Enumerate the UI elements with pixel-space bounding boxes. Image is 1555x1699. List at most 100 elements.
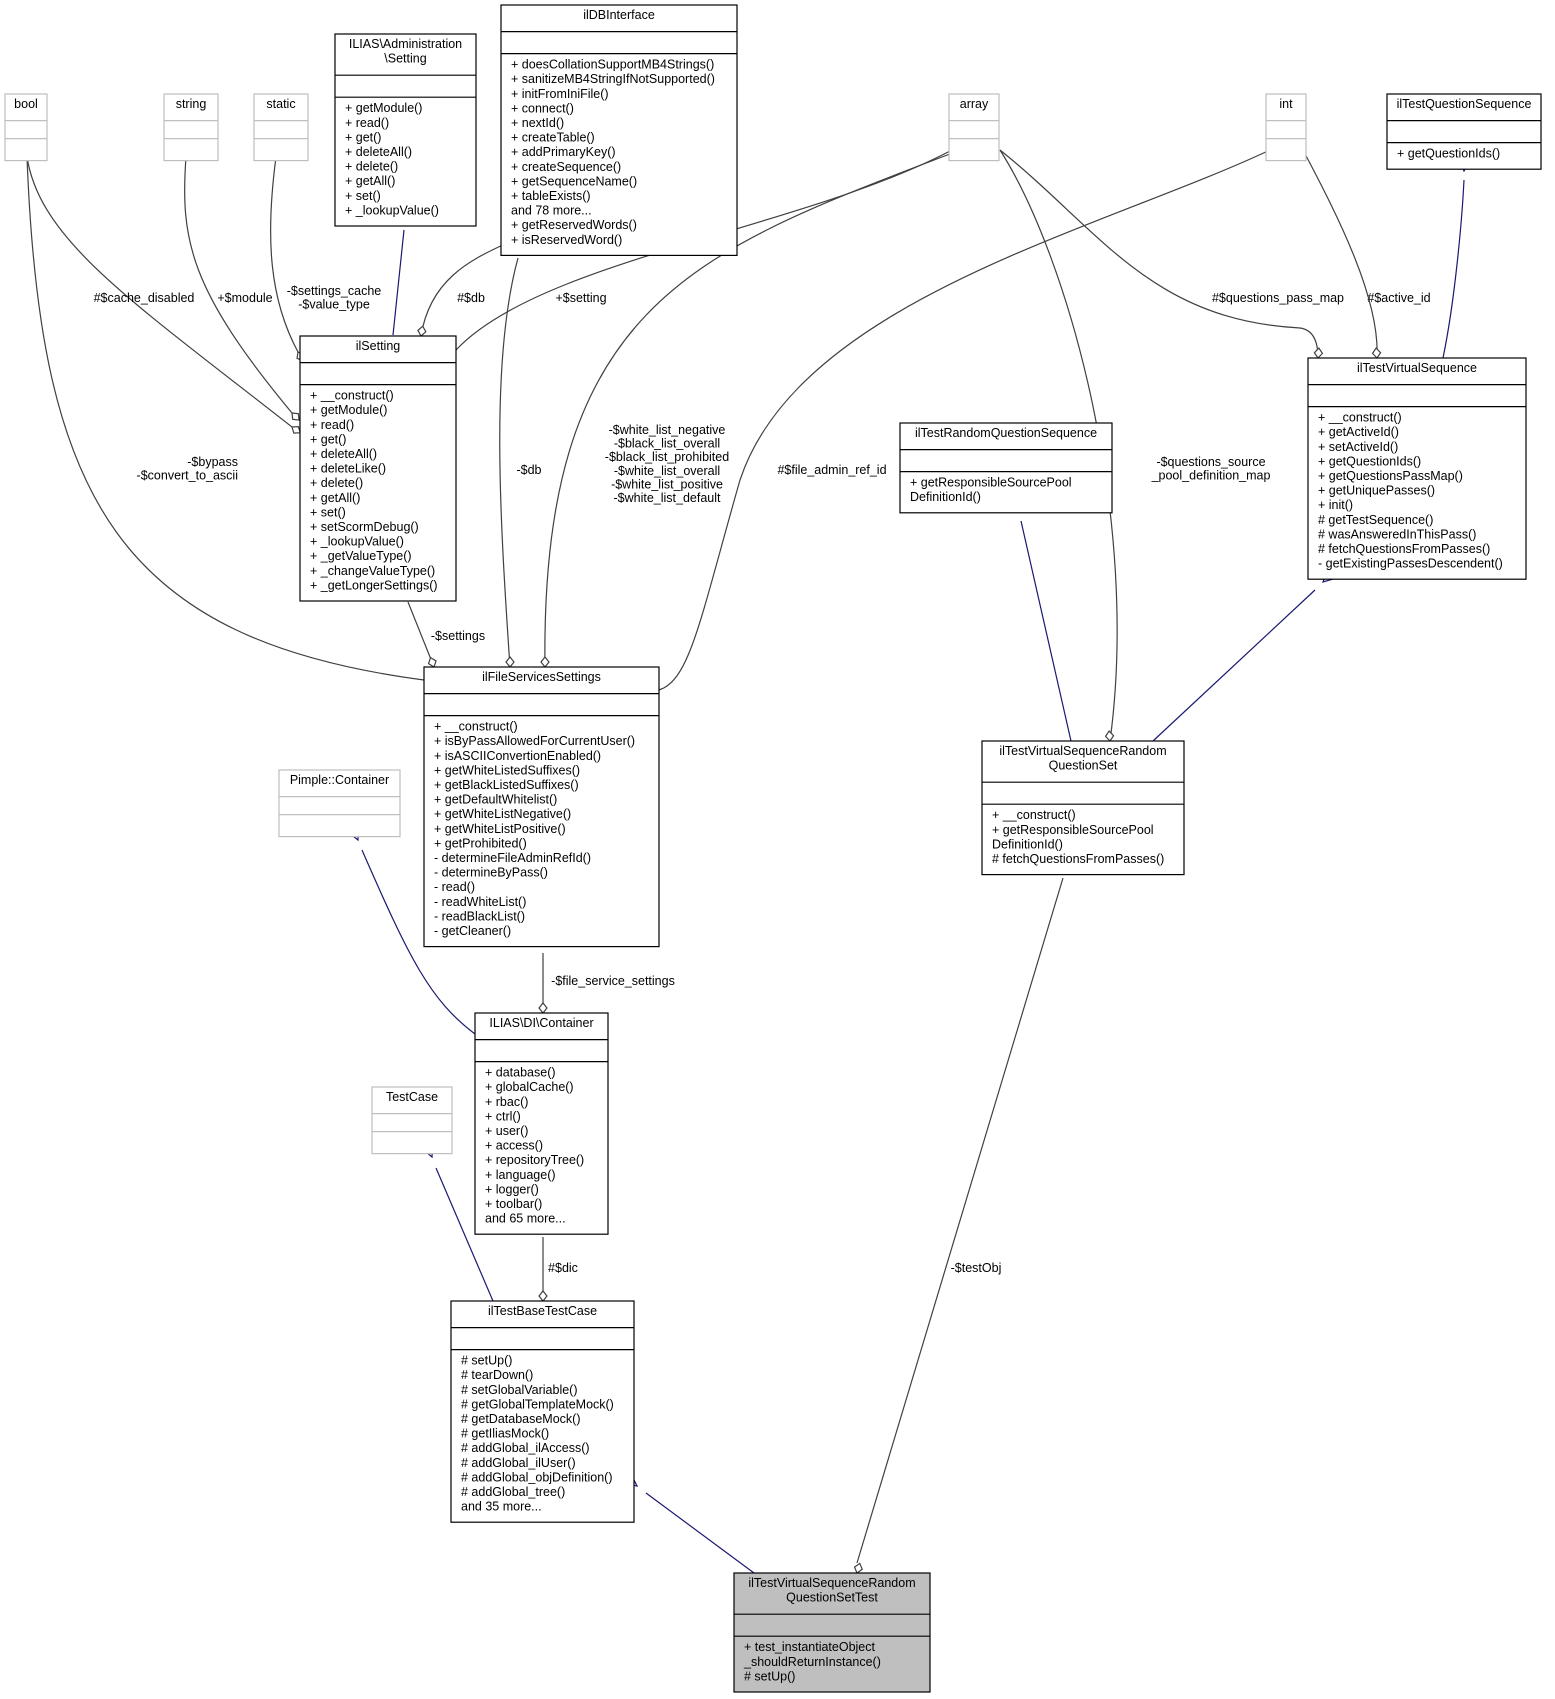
edge-label: -$white_list_overall bbox=[614, 464, 720, 478]
class-iltestvirtualsequence[interactable]: ilTestVirtualSequence+ __construct()+ ge… bbox=[1307, 357, 1527, 580]
class-testcase[interactable]: TestCase bbox=[371, 1086, 453, 1155]
class-member: + rbac() bbox=[485, 1095, 528, 1109]
class-name: ilDBInterface bbox=[583, 8, 655, 22]
class-member: # getDatabaseMock() bbox=[461, 1412, 581, 1426]
class-ilfileservicessettings[interactable]: ilFileServicesSettings+ __construct()+ i… bbox=[423, 666, 660, 948]
class-name: QuestionSetTest bbox=[786, 1591, 878, 1605]
class-member: DefinitionId() bbox=[910, 490, 981, 504]
aggregation-diamond bbox=[1313, 347, 1324, 359]
class-name: QuestionSet bbox=[1049, 759, 1118, 773]
association-edge bbox=[407, 601, 435, 668]
class-member: # setUp() bbox=[744, 1669, 795, 1683]
association-edge bbox=[999, 149, 1319, 359]
class-member: + logger() bbox=[485, 1182, 539, 1196]
class-member: # fetchQuestionsFromPasses() bbox=[1318, 542, 1490, 556]
class-int[interactable]: int bbox=[1265, 93, 1307, 162]
class-member: + get() bbox=[310, 432, 346, 446]
class-member: # addGlobal_ilUser() bbox=[461, 1456, 576, 1470]
class-member: + getWhiteListedSuffixes() bbox=[434, 763, 580, 777]
edge-label: -$questions_source bbox=[1156, 455, 1265, 469]
class-static[interactable]: static bbox=[253, 93, 309, 162]
class-iltestquestionsequence[interactable]: ilTestQuestionSequence+ getQuestionIds() bbox=[1386, 93, 1542, 170]
class-member: + __construct() bbox=[434, 720, 518, 734]
aggregation-diamond bbox=[1371, 347, 1382, 359]
class-member: + getQuestionIds() bbox=[1397, 147, 1500, 161]
association-edge bbox=[1302, 149, 1378, 359]
class-member: + _lookupValue() bbox=[310, 535, 404, 549]
class-member: + createSequence() bbox=[511, 160, 621, 174]
class-member: - readWhiteList() bbox=[434, 895, 526, 909]
association-edge bbox=[269, 156, 299, 353]
class-member: + setActiveId() bbox=[1318, 440, 1398, 454]
aggregation-diamond bbox=[540, 656, 550, 668]
class-member: # fetchQuestionsFromPasses() bbox=[992, 852, 1164, 866]
inheritance-edge bbox=[1020, 520, 1072, 742]
edge-label: -$settings_cache bbox=[287, 284, 382, 298]
class-member: + get() bbox=[345, 130, 381, 144]
class-bool[interactable]: bool bbox=[4, 93, 48, 162]
class-member: + getAll() bbox=[310, 491, 360, 505]
class-ildbinterface[interactable]: ilDBInterface + doesCollationSupportMB4St… bbox=[500, 4, 738, 256]
class-member: + repositoryTree() bbox=[485, 1153, 584, 1167]
class-member: + set() bbox=[345, 189, 381, 203]
class-ilias-di-container[interactable]: ILIAS\DI\Container+ database()+ globalCa… bbox=[474, 1012, 609, 1235]
class-member: + read() bbox=[345, 116, 389, 130]
edge-label: -$file_service_settings bbox=[551, 974, 675, 988]
edge-label: #$db bbox=[457, 291, 485, 305]
class-member: + doesCollationSupportMB4Strings() bbox=[511, 58, 714, 72]
class-member: + __construct() bbox=[1318, 411, 1402, 425]
class-member: # tearDown() bbox=[461, 1368, 533, 1382]
class-iltestbasetestcase[interactable]: ilTestBaseTestCase# setUp()# tearDown()#… bbox=[450, 1300, 635, 1523]
association-edge bbox=[544, 151, 956, 668]
class-member: + setScormDebug() bbox=[310, 520, 419, 534]
class-member: + isReservedWord() bbox=[511, 233, 622, 247]
class-member: + getResponsibleSourcePool bbox=[992, 823, 1154, 837]
class-array[interactable]: array bbox=[948, 93, 1000, 162]
class-focus[interactable]: ilTestVirtualSequenceRandomQuestionSetTe… bbox=[733, 1572, 931, 1693]
class-member: + init() bbox=[1318, 498, 1353, 512]
class-name: ilTestRandomQuestionSequence bbox=[915, 426, 1097, 440]
aggregation-diamond bbox=[853, 1562, 863, 1574]
aggregation-diamond bbox=[505, 656, 515, 668]
edge-label: +$setting bbox=[555, 291, 606, 305]
edge-label: -$black_list_prohibited bbox=[605, 450, 729, 464]
edge-label: #$file_admin_ref_id bbox=[777, 463, 886, 477]
class-ilsetting[interactable]: ilSetting+ __construct()+ getModule()+ r… bbox=[299, 335, 457, 602]
class-name: ilFileServicesSettings bbox=[482, 670, 601, 684]
class-member: + _getValueType() bbox=[310, 549, 412, 563]
class-admin-setting[interactable]: ILIAS\Administration\Setting+ getModule(… bbox=[334, 33, 477, 227]
association-edge bbox=[26, 156, 425, 681]
class-member: + tableExists() bbox=[511, 189, 591, 203]
edge-label: -$value_type bbox=[298, 298, 370, 312]
class-member: and 65 more... bbox=[485, 1212, 566, 1226]
edge-label: -$white_list_default bbox=[613, 491, 721, 505]
class-string[interactable]: string bbox=[163, 93, 219, 162]
class-member: + sanitizeMB4StringIfNotSupported() bbox=[511, 72, 715, 86]
class-member: + _getLongerSettings() bbox=[310, 578, 438, 592]
edge-label: #$dic bbox=[548, 1261, 578, 1275]
class-member: # addGlobal_tree() bbox=[461, 1485, 565, 1499]
class-pimple-container[interactable]: Pimple::Container bbox=[278, 769, 401, 838]
class-member: + getQuestionIds() bbox=[1318, 454, 1421, 468]
class-name: ILIAS\DI\Container bbox=[489, 1016, 593, 1030]
class-member: + ctrl() bbox=[485, 1109, 521, 1123]
class-member: + getWhiteListPositive() bbox=[434, 822, 566, 836]
class-member: + delete() bbox=[310, 476, 363, 490]
class-member: + nextId() bbox=[511, 116, 564, 130]
aggregation-diamond bbox=[417, 325, 427, 337]
class-name: Pimple::Container bbox=[290, 773, 389, 787]
class-member: + getDefaultWhitelist() bbox=[434, 793, 557, 807]
aggregation-diamond bbox=[291, 412, 300, 421]
aggregation-diamond bbox=[1104, 730, 1115, 742]
class-member: + getSequenceName() bbox=[511, 174, 637, 188]
class-name: bool bbox=[14, 97, 38, 111]
class-member: - read() bbox=[434, 880, 475, 894]
class-member: + connect() bbox=[511, 101, 574, 115]
class-name: ilTestVirtualSequenceRandom bbox=[999, 744, 1166, 758]
class-member: # setGlobalVariable() bbox=[461, 1383, 578, 1397]
class-iltestrandomquestionsequence[interactable]: ilTestRandomQuestionSequence+ getRespons… bbox=[899, 422, 1113, 514]
inheritance-edge bbox=[361, 849, 476, 1035]
class-member: + deleteAll() bbox=[345, 145, 412, 159]
class-member: + deleteLike() bbox=[310, 462, 386, 476]
